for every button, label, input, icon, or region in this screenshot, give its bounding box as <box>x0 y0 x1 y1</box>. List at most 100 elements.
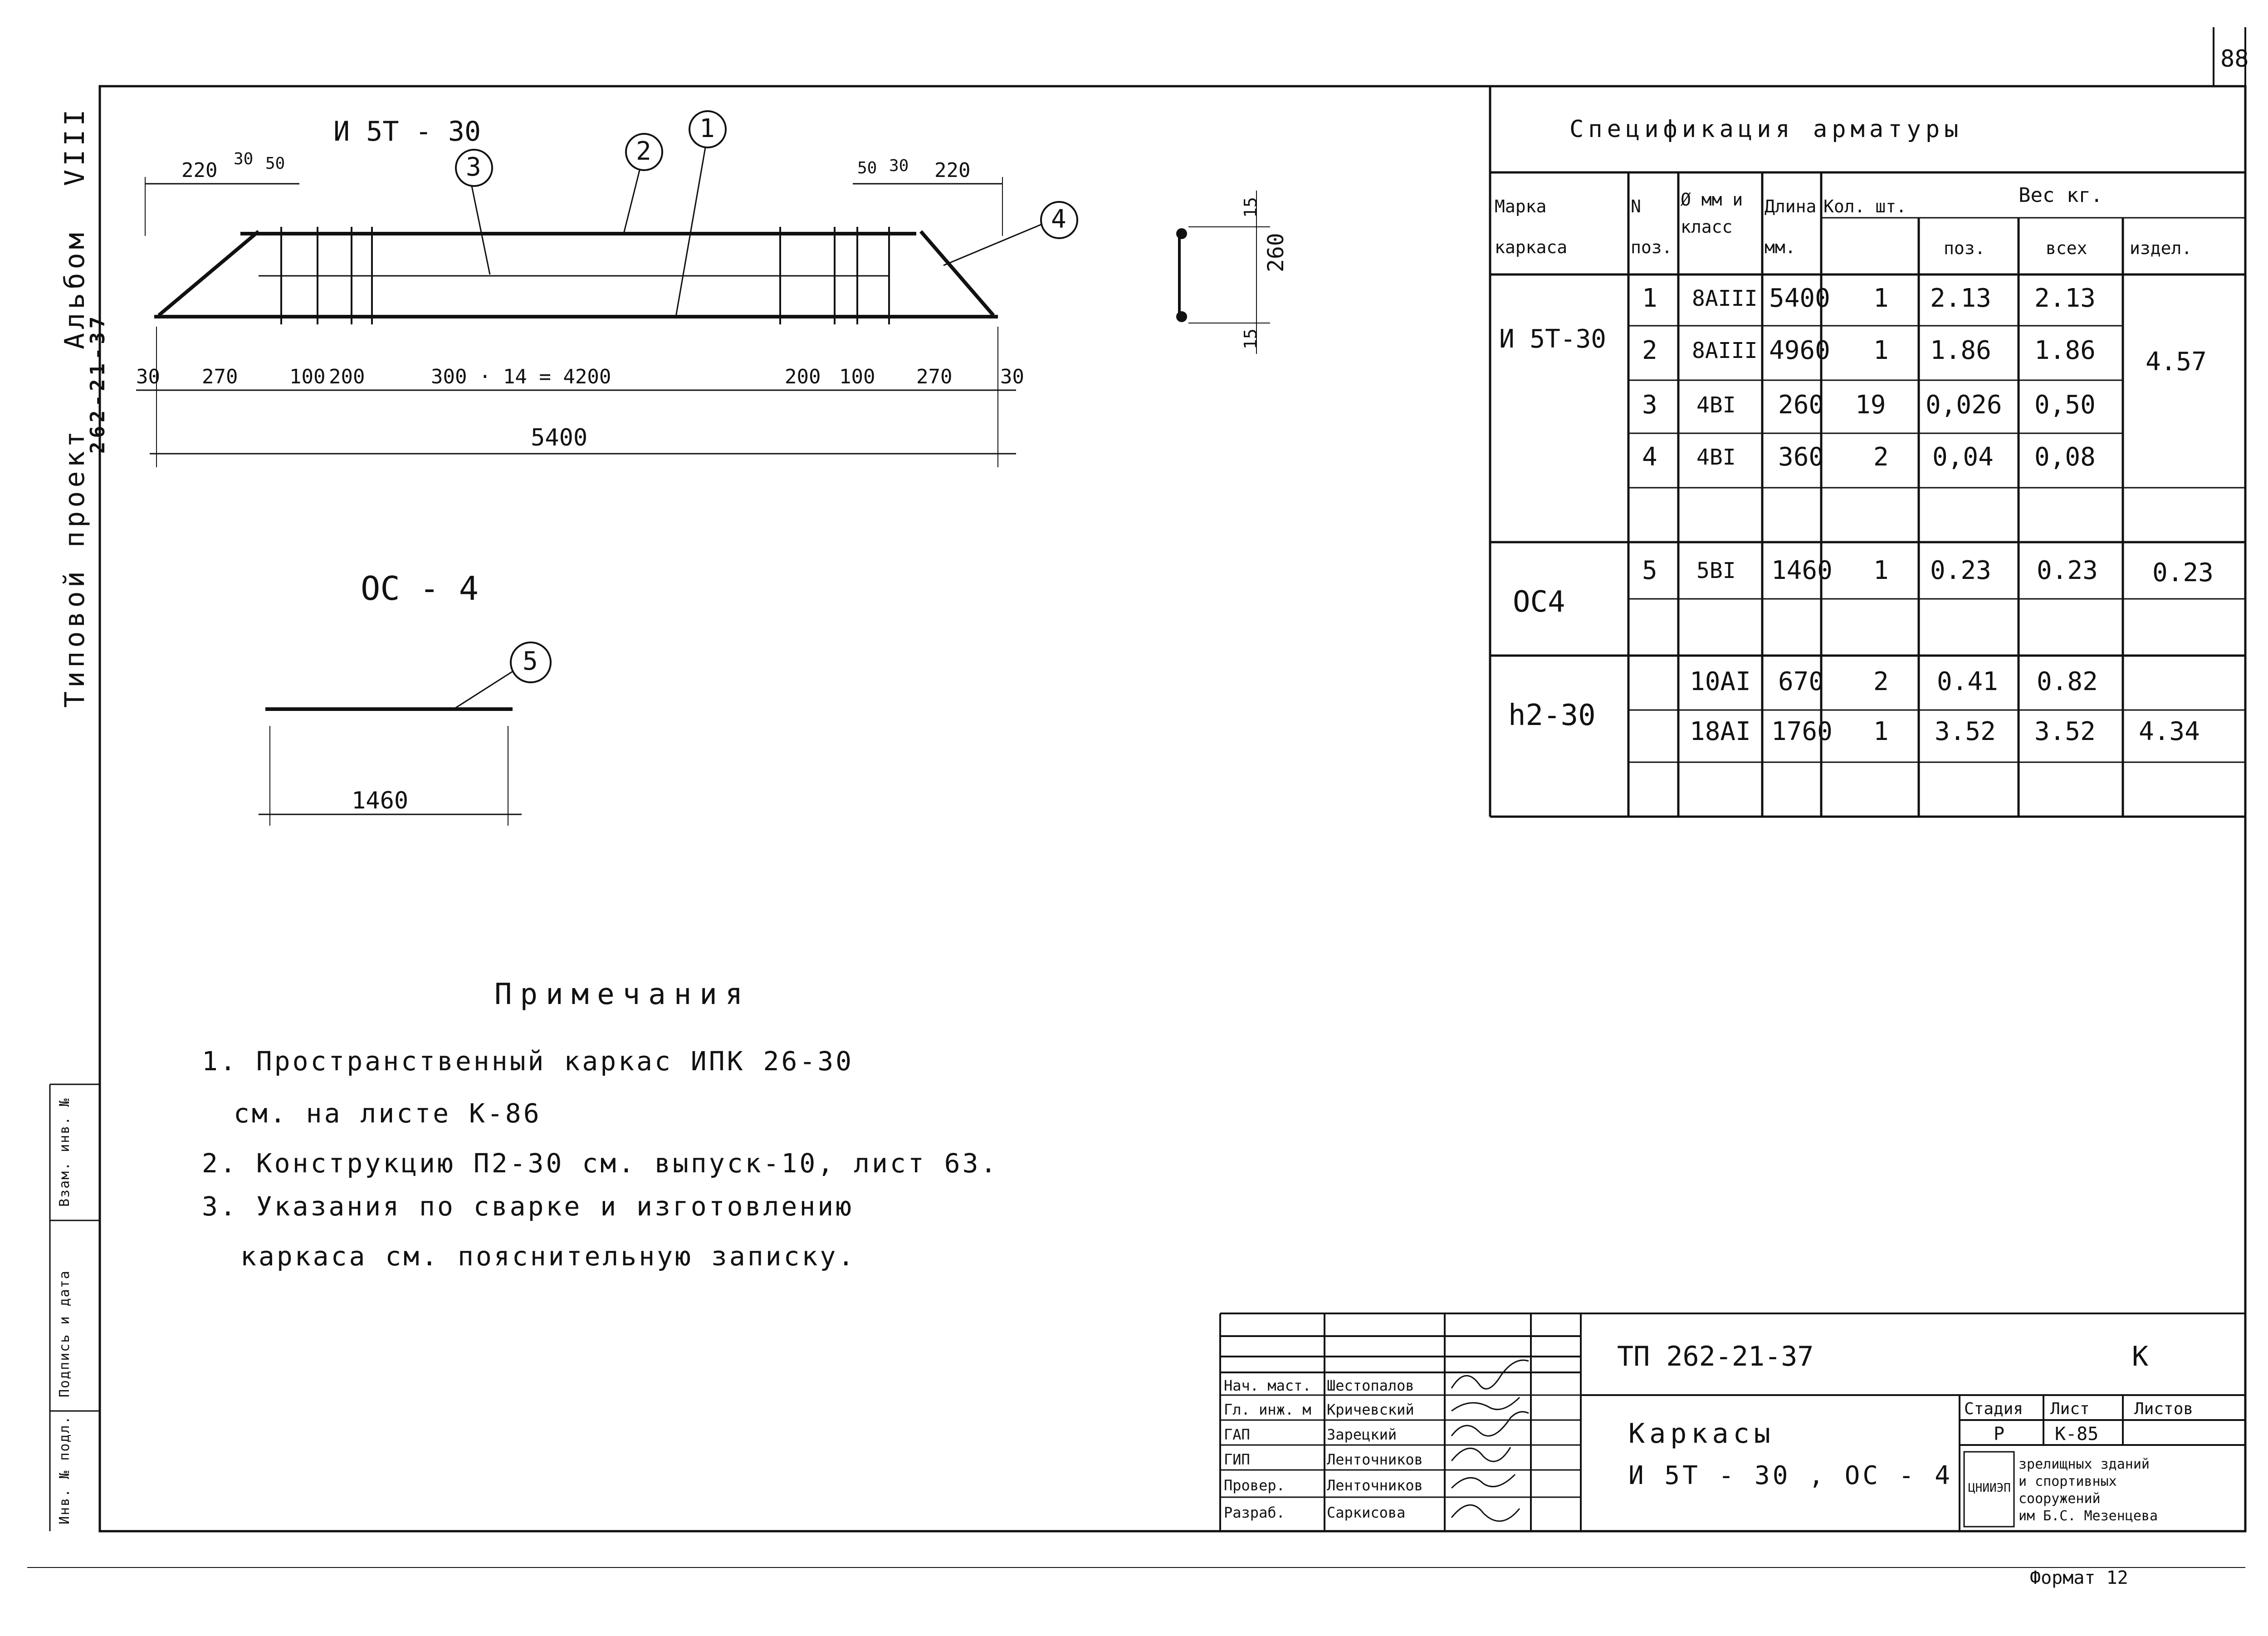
role-4: Провер. <box>1224 1477 1285 1494</box>
role-3: ГИП <box>1224 1451 1250 1468</box>
stadia-header: Стадия <box>1964 1400 2024 1418</box>
name-2: Зарецкий <box>1327 1426 1397 1443</box>
cell-d: 4BI <box>1696 445 1736 470</box>
cell-p: 1.86 <box>1930 336 1991 365</box>
th-n: N поз. <box>1631 196 1672 257</box>
cell-k: 1 <box>1873 556 1889 585</box>
cell-n: 3 <box>1642 390 1657 420</box>
cell-k: 1 <box>1873 284 1889 313</box>
cell-d: 8AIII <box>1692 286 1758 311</box>
note-2: 2. Конструкцию П2-30 см. выпуск-10, лист… <box>202 1148 999 1179</box>
dim-b-4200: 300 · 14 = 4200 <box>431 365 611 388</box>
cell-n: 1 <box>1642 284 1657 313</box>
cell-p: 0,04 <box>1932 442 1994 472</box>
dim-b-100-right: 100 <box>839 365 875 388</box>
side-album: Альбом <box>59 229 91 349</box>
name-5: Саркисова <box>1327 1504 1406 1521</box>
cell-l: 1760 <box>1771 717 1833 746</box>
cell-k: 19 <box>1855 390 1886 420</box>
cell-l: 260 <box>1778 390 1824 420</box>
dim-1460: 1460 <box>352 787 409 814</box>
notes-title: Примечания <box>494 978 751 1011</box>
cell-l: 360 <box>1778 442 1824 472</box>
cell-d: 10AI <box>1690 667 1751 696</box>
th-kol: Кол. шт. <box>1823 196 1907 216</box>
org-line-4: им Б.С. Мезенцева <box>2019 1508 2158 1524</box>
org-line-2: и спортивных <box>2019 1474 2117 1489</box>
role-1: Гл. инж. м <box>1224 1401 1311 1418</box>
cell-l: 670 <box>1778 667 1824 696</box>
marka-3: h2-30 <box>1508 699 1596 732</box>
cell-p: 2.13 <box>1930 284 1991 313</box>
th-poz: поз. <box>1944 238 1985 258</box>
name-3: Ленточников <box>1327 1451 1423 1468</box>
name-1: Кричевский <box>1327 1401 1414 1418</box>
note-3: 3. Указания по сварке и изготовлению <box>202 1191 854 1222</box>
cell-v: 0,08 <box>2034 442 2096 472</box>
cell-v: 0.82 <box>2037 667 2098 696</box>
dim-30-left: 30 <box>234 150 254 168</box>
note-3b: каркаса см. пояснительную записку. <box>240 1241 856 1272</box>
cell-p: 0.41 <box>1937 667 1998 696</box>
total-3: 4.34 <box>2139 717 2200 746</box>
dim-b-30-right: 30 <box>1000 365 1024 388</box>
stamp-title1: Каркасы <box>1628 1418 1775 1450</box>
stamp-k: К <box>2132 1341 2149 1372</box>
dim-220-right: 220 <box>934 159 971 182</box>
dim-50-right: 50 <box>857 159 877 177</box>
dim-b-270-right: 270 <box>916 365 953 388</box>
callout-1: 1 <box>699 114 715 143</box>
dim-b-30-left: 30 <box>136 365 160 388</box>
cell-n: 5 <box>1642 556 1657 585</box>
stadia-value: Р <box>1994 1424 2005 1445</box>
cell-k: 2 <box>1873 442 1889 472</box>
cell-n: 4 <box>1642 442 1657 472</box>
side-col2: Подпись и дата <box>57 1270 73 1397</box>
role-2: ГАП <box>1224 1426 1250 1443</box>
cell-p: 0,026 <box>1926 390 2002 420</box>
side-col1: Взам. инв. № <box>57 1097 73 1207</box>
marka-2: ОС4 <box>1513 585 1565 619</box>
note-1b: см. на листе К-86 <box>234 1098 542 1129</box>
cell-l: 4960 <box>1769 336 1830 365</box>
role-5: Разраб. <box>1224 1504 1285 1521</box>
cell-l: 1460 <box>1771 556 1833 585</box>
cell-v: 3.52 <box>2034 717 2096 746</box>
cell-d: 4BI <box>1696 392 1736 418</box>
total-1: 4.57 <box>2146 347 2207 377</box>
cell-v: 0,50 <box>2034 390 2096 420</box>
cell-k: 2 <box>1873 667 1889 696</box>
cell-k: 1 <box>1873 336 1889 365</box>
cell-p: 3.52 <box>1935 717 1996 746</box>
org-logo: ЦНИИЭП <box>1968 1481 2011 1495</box>
signatures <box>1451 1359 1529 1522</box>
drawing1-title: И 5Т - 30 <box>333 116 481 147</box>
th-izdel: издел. <box>2130 238 2192 258</box>
note-1: 1. Пространственный каркас ИПК 26-30 <box>202 1046 854 1077</box>
dim-b-270-left: 270 <box>202 365 238 388</box>
cell-l: 5400 <box>1769 284 1830 313</box>
th-marka: Марка каркаса <box>1495 196 1568 257</box>
spec-title: Спецификация арматуры <box>1569 116 1963 143</box>
section-top: 15 <box>1241 197 1261 218</box>
th-diam: Ø мм и класс <box>1681 190 1743 237</box>
dim-b-200-right: 200 <box>785 365 821 388</box>
th-vseh: всех <box>2046 238 2087 258</box>
cell-n: 2 <box>1642 336 1657 365</box>
cell-d: 5BI <box>1696 558 1736 583</box>
stamp-code: ТП 262-21-37 <box>1617 1341 1814 1372</box>
dim-b-100-left: 100 <box>289 365 326 388</box>
side-project: Типовой проект <box>59 427 91 708</box>
cell-d: 8AIII <box>1692 338 1758 363</box>
side-col3: Инв. № подл. <box>57 1415 73 1524</box>
listov-header: Листов <box>2134 1400 2194 1418</box>
cell-k: 1 <box>1873 717 1889 746</box>
cell-v: 0.23 <box>2037 556 2098 585</box>
callout-2: 2 <box>636 137 651 166</box>
org-line-1: зрелищных зданий <box>2019 1456 2150 1472</box>
format-label: Формат 12 <box>2030 1567 2128 1588</box>
total-2: 0.23 <box>2152 558 2214 588</box>
cell-v: 2.13 <box>2034 284 2096 313</box>
page-number: 88 <box>2220 45 2249 73</box>
